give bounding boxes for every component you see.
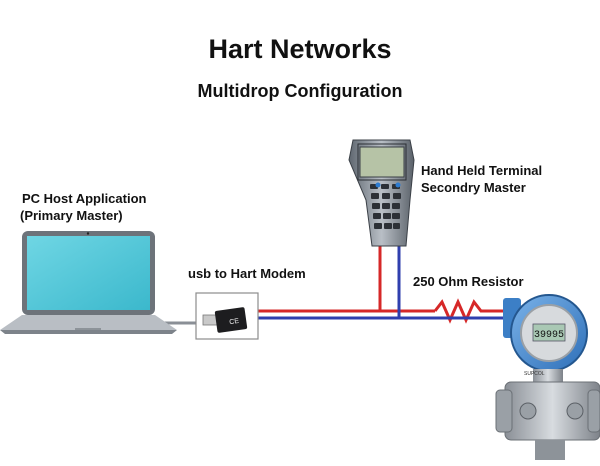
diagram-subtitle: Multidrop Configuration (197, 81, 403, 101)
modem-ce-mark: CE (229, 318, 240, 326)
pressure-transmitter-icon: 39995 SUPCOL (495, 294, 600, 460)
transmitter-brand: SUPCOL (524, 371, 545, 377)
resistor-symbol (433, 298, 512, 324)
handheld-terminal-label: Hand Held Terminal (421, 163, 543, 178)
handheld-terminal-icon (348, 139, 415, 254)
pc-host-label: PC Host Application (22, 191, 147, 206)
resistor-label: 250 Ohm Resistor (413, 274, 524, 289)
transmitter-display-value: 39995 (534, 330, 564, 341)
transmitter-display (532, 323, 566, 342)
negative-wire (258, 254, 512, 320)
usb-hart-modem-icon: CE (195, 292, 259, 340)
primary-master-label: (Primary Master) (20, 208, 123, 223)
positive-wire (258, 254, 435, 313)
laptop-icon (0, 231, 177, 334)
handheld-display (359, 146, 405, 178)
modem-label: usb to Hart Modem (188, 266, 306, 281)
diagram-title: Hart Networks (208, 34, 392, 64)
laptop-screen (27, 236, 150, 310)
secondary-master-label: Secondry Master (421, 180, 526, 195)
